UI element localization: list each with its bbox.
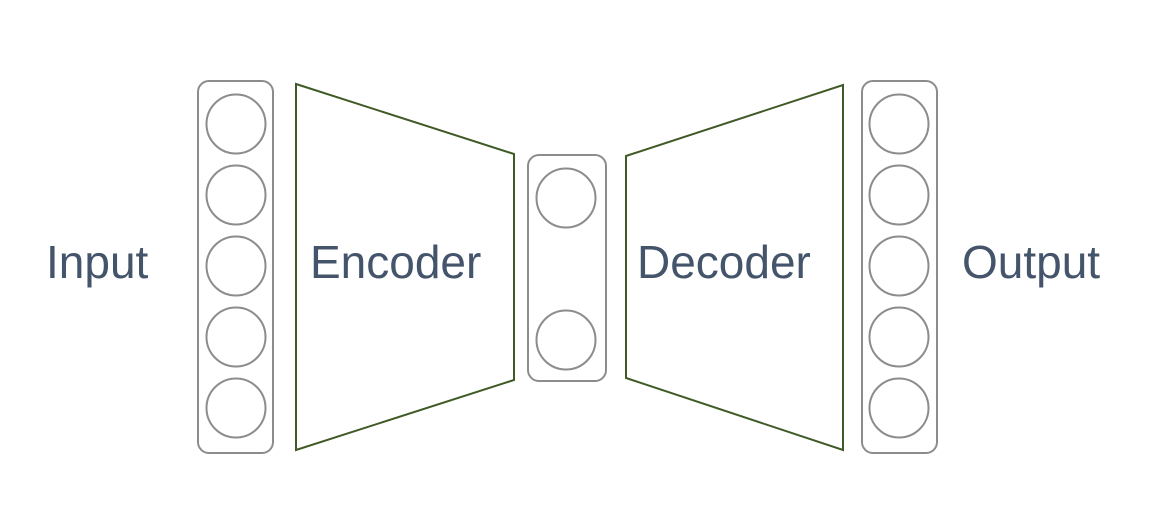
latent-node-2: [535, 309, 597, 371]
decoder-block: [625, 83, 844, 452]
input-node-2: [205, 164, 267, 226]
input-node-5: [205, 377, 267, 439]
input-nodes: [205, 93, 267, 439]
latent-node-1: [535, 167, 597, 229]
output-label: Output: [962, 236, 1100, 288]
latent-nodes: [535, 167, 597, 371]
output-node-2: [868, 164, 930, 226]
output-node-3: [868, 235, 930, 297]
input-node-1: [205, 93, 267, 155]
output-node-5: [868, 377, 930, 439]
encoder-label: Encoder: [310, 236, 481, 288]
input-node-3: [205, 235, 267, 297]
encoder-block: [295, 82, 515, 452]
output-layer: [861, 80, 938, 454]
input-label: Input: [46, 236, 149, 288]
input-node-4: [205, 306, 267, 368]
output-node-4: [868, 306, 930, 368]
output-node-1: [868, 93, 930, 155]
latent-layer: [527, 154, 607, 382]
output-nodes: [868, 93, 930, 439]
decoder-label: Decoder: [637, 236, 811, 288]
input-layer: [197, 80, 274, 454]
